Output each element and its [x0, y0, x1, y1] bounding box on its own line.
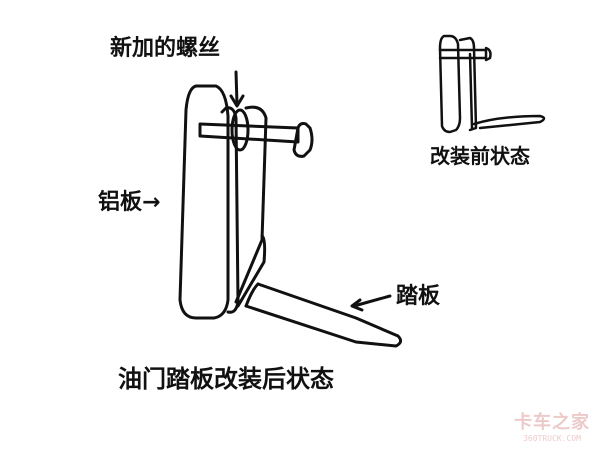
- watermark: 卡车之家 360TRUCK.COM: [510, 408, 594, 443]
- pedal-arrow: [352, 294, 392, 308]
- screw-head: [292, 122, 314, 158]
- foot-pedal-shape: [244, 282, 403, 348]
- after-state-caption: 油门踏板改装后状态: [118, 365, 334, 393]
- watermark-domain: 360TRUCK.COM: [523, 434, 581, 443]
- pedal-arm-lower: [236, 234, 267, 308]
- pedal-arm-front: [220, 106, 240, 314]
- aluminum-plate-label: 铝板→: [98, 190, 161, 215]
- pedal-label: 踏板: [396, 284, 441, 309]
- new-screw-label: 新加的螺丝: [110, 36, 221, 61]
- pedal-arm-back: [234, 105, 268, 304]
- new-screw-ring: [230, 108, 250, 152]
- before-sketch: [438, 34, 546, 134]
- before-state-caption: 改装前状态: [430, 144, 530, 168]
- watermark-brand: 卡车之家: [514, 412, 590, 433]
- screw-arrow: [234, 70, 239, 106]
- screw-shaft: [198, 122, 300, 144]
- aluminum-plate-shape: [178, 84, 230, 320]
